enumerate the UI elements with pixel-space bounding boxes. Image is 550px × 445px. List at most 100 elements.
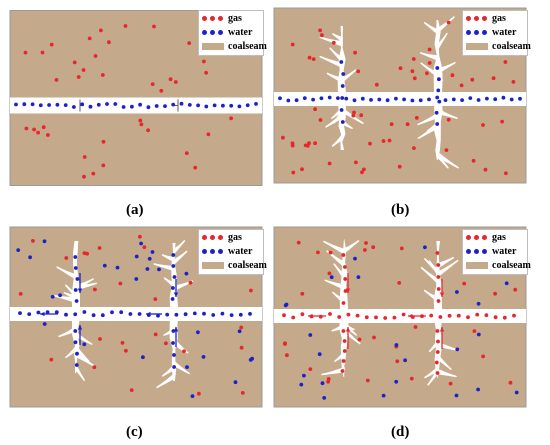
water-dot [336, 96, 340, 100]
gas-dot [123, 24, 128, 28]
gas-dot [352, 110, 356, 115]
gas-dot [342, 349, 347, 353]
horizontal-wellbore [274, 309, 526, 323]
gas-dot [184, 151, 189, 156]
water-dot [339, 60, 344, 64]
gas-dot [313, 141, 317, 146]
water-dot [73, 329, 78, 333]
gas-dot [318, 28, 322, 33]
water-dot [172, 353, 176, 357]
gas-dot [124, 348, 128, 353]
gas-dot [318, 118, 323, 122]
legend-gas: gas [202, 231, 242, 244]
legend-coalseam-label: coalseam [228, 260, 267, 271]
legend-water: water [466, 245, 516, 258]
gas-dot [389, 122, 394, 126]
fracture-branch [428, 260, 439, 277]
water-dot [340, 84, 345, 88]
water-dot [80, 102, 85, 107]
gas-dot [41, 125, 46, 130]
fracture-branch [341, 106, 364, 124]
water-dot [455, 290, 459, 294]
gas-dot [307, 55, 312, 60]
gas-dot [99, 28, 103, 33]
water-dot [518, 96, 522, 101]
flow-arrow-head [40, 311, 45, 317]
gas-dot [387, 138, 392, 143]
gas-dot [24, 126, 29, 131]
gas-dot [320, 33, 324, 38]
water-dot [184, 271, 189, 276]
water-dot [221, 103, 225, 108]
gas-dot [206, 132, 211, 137]
fracture-branch [321, 367, 345, 376]
gas-dot [93, 287, 97, 292]
gas-dot [343, 277, 348, 281]
flow-arrow-head [308, 313, 313, 319]
gas-dot [462, 281, 467, 286]
water-dot [435, 66, 440, 70]
gas-dot [357, 337, 362, 342]
legend-water-label: water [228, 27, 253, 38]
water-dot [329, 275, 334, 280]
water-dot [22, 102, 27, 107]
fracture-branch [437, 259, 459, 278]
legend-water-label: water [492, 27, 517, 38]
gas-dot [412, 146, 416, 151]
fracture-branch [65, 284, 77, 299]
gas-dot [434, 360, 439, 365]
gas-dot [343, 265, 347, 269]
water-dot [394, 96, 398, 101]
gas-dot [429, 313, 434, 318]
fracture-branch [437, 32, 448, 50]
coalseam-swatch-icon [466, 43, 488, 50]
water-dot [141, 355, 145, 360]
gas-dot [397, 281, 402, 285]
gas-dot [18, 292, 23, 296]
water-dot [353, 256, 357, 261]
gas-dot [374, 315, 378, 320]
water-dot [55, 102, 60, 107]
gas-dot [500, 119, 504, 124]
water-dot [248, 358, 253, 362]
gas-dot [240, 391, 245, 395]
water-dot [64, 312, 68, 317]
gas-dot [343, 289, 348, 293]
gas-dots-icon [202, 234, 224, 241]
gas-dot [91, 171, 96, 176]
caption-c: (c) [126, 424, 143, 440]
fracture-branch [333, 263, 345, 280]
gas-dots-icon [466, 15, 488, 22]
water-dots-icon [202, 29, 224, 36]
caption-d: (d) [391, 424, 410, 440]
water-dot [38, 103, 43, 108]
water-dot [402, 97, 406, 102]
panel-a: gas water coalseam [9, 8, 267, 188]
fracture-branch [323, 240, 345, 255]
water-dot [509, 97, 514, 102]
fracture-branch [63, 292, 77, 301]
water-dot [202, 311, 206, 316]
gas-dot [409, 376, 414, 381]
flow-arrow-head [77, 325, 83, 330]
gas-dot [484, 313, 489, 318]
gas-dot [353, 50, 357, 55]
gas-dot [313, 107, 317, 112]
gas-dot [472, 329, 477, 333]
fracture-branch [437, 152, 459, 169]
fracture-branch [437, 62, 456, 74]
gas-dot [446, 20, 451, 25]
water-dot [50, 294, 55, 299]
gas-dot [410, 69, 415, 74]
water-dot [27, 312, 32, 316]
water-dot [192, 311, 197, 316]
gas-dot [503, 60, 508, 64]
gas-dot [168, 77, 173, 82]
gas-dot [107, 40, 111, 45]
water-dot [105, 102, 109, 106]
gas-dot [153, 297, 158, 301]
gas-dot [54, 78, 59, 82]
gas-dot [101, 163, 106, 168]
gas-dot [368, 141, 372, 146]
gas-dot [471, 158, 476, 163]
